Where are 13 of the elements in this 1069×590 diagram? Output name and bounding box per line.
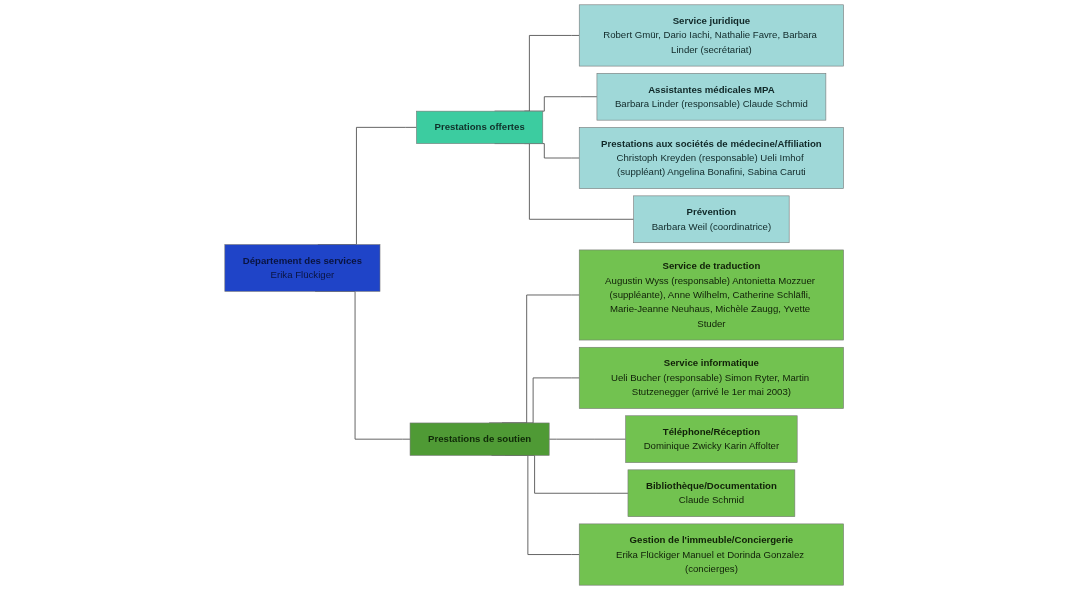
node-box: Prévention Barbara Weil (coordinatrice)	[633, 195, 790, 243]
node-box: Service de traduction Augustin Wyss (responsable) Antonietta Mozzuer (suppléante), Anne Wilhelm, Catherine Schläfli, Marie-Jeanne Neuhaus, Michèle Zaugg, Yvette Studer	[579, 249, 845, 341]
node-box: Assistantes médicales MPA Barbara Linder (responsable) Claude Schmid	[596, 73, 827, 121]
node-box: Service juridique Robert Gmür, Dario Iachi, Nathalie Favre, Barbara Linder (secrétariat)	[579, 4, 845, 67]
node-box: Prestations offertes	[416, 110, 544, 144]
node-box: Téléphone/Réception Dominique Zwicky Karin Affolter	[625, 415, 798, 463]
node-box: Prestations aux sociétés de médecine/Affiliation Christoph Kreyden (responsable) Ueli Imhof (suppléant) Angelina Bonafini, Sabina Caruti	[579, 127, 845, 189]
connector	[549, 438, 627, 440]
node-box: Gestion de l'immeuble/Conciergerie Erika Flückiger Manuel et Dorinda Gonzalez (concierges)	[579, 523, 845, 586]
node-box: Prestations de soutien	[410, 422, 550, 456]
node-box: Bibliothèque/Documentation Claude Schmid	[627, 469, 796, 517]
node-box: Service informatique Ueli Bucher (responsable) Simon Ryter, Martin Stutzenegger (arrivé le 1er mai 2003)	[579, 346, 845, 409]
node-box: Département des services Erika Flückiger	[224, 244, 381, 292]
